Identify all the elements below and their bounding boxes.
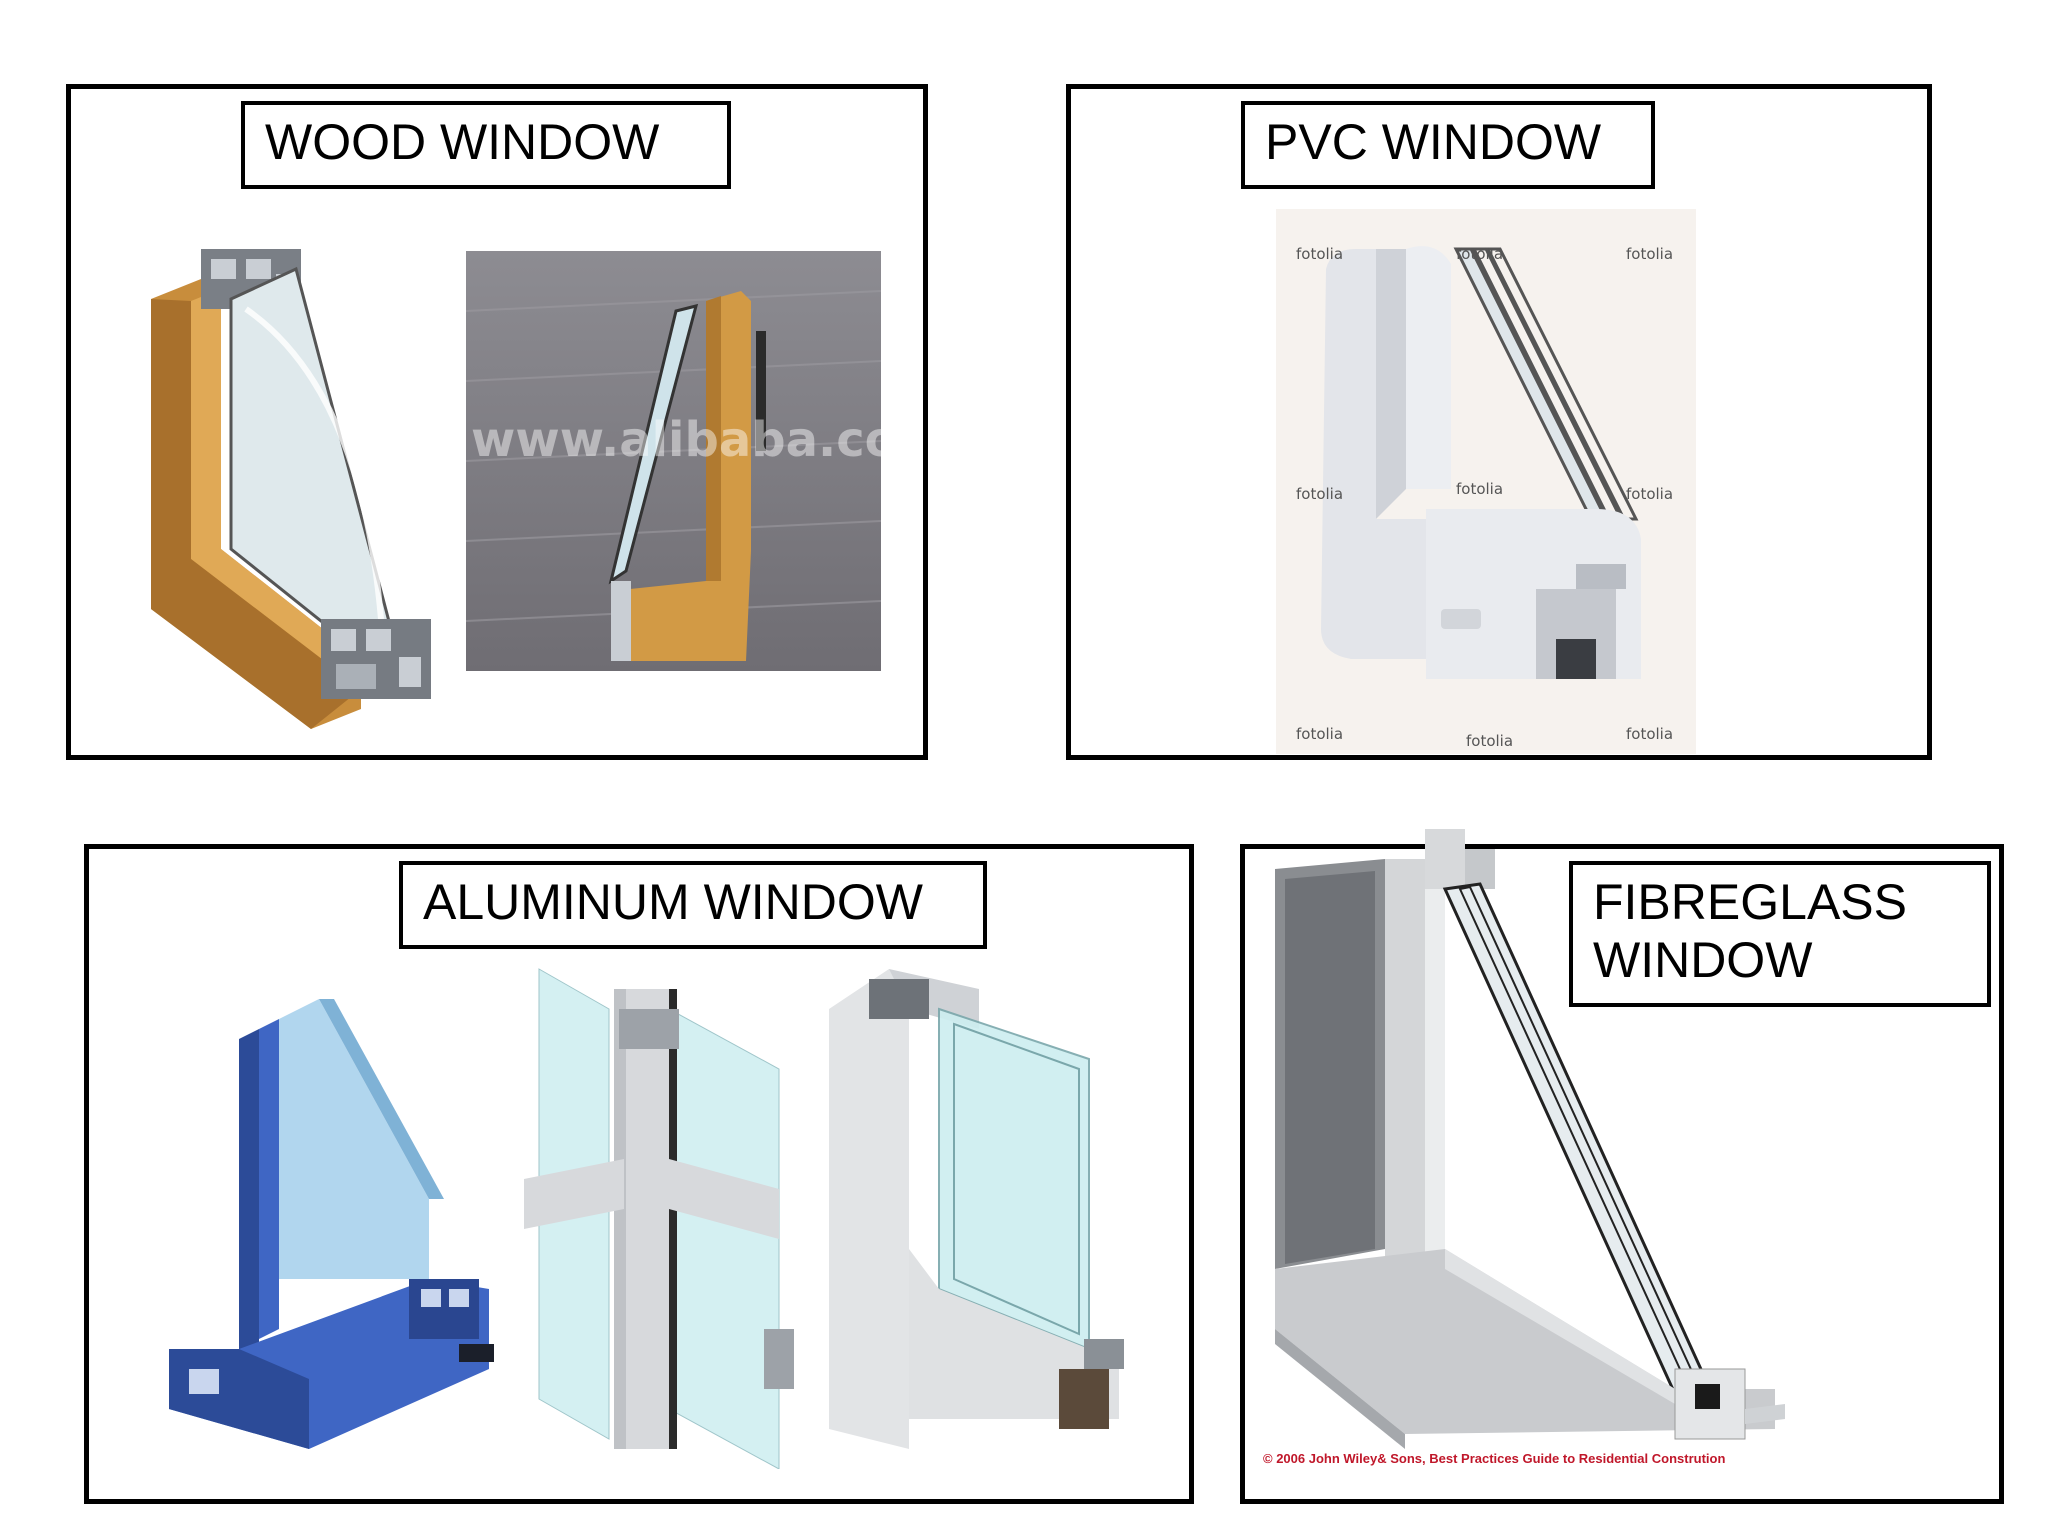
wood-window-panel: WOOD WINDOW <box>66 84 928 760</box>
fibreglass-window-panel: FIBREGLASS WINDOW © 2006 John Wiley& Son… <box>1240 829 2004 1504</box>
pvc-window-panel: PVC WINDOW fotolia fotolia fotolia fotol… <box>1066 84 1932 760</box>
aluminum-mullion-profile <box>524 968 794 1469</box>
pvc-watermark: fotolia <box>1296 485 1343 503</box>
pvc-watermark: fotolia <box>1296 245 1343 263</box>
wood-window-label: WOOD WINDOW <box>241 101 731 189</box>
pvc-watermark: fotolia <box>1296 725 1343 743</box>
pvc-watermark: fotolia <box>1626 485 1673 503</box>
wood-window-illustration <box>151 249 431 729</box>
aluminum-casement-profile <box>829 969 1124 1449</box>
wood-photo-watermark: www.alibaba.com <box>471 412 881 468</box>
wood-window-photo: www.alibaba.com <box>466 251 881 671</box>
pvc-watermark: fotolia <box>1626 725 1673 743</box>
pvc-watermark: fotolia <box>1456 480 1503 498</box>
aluminum-window-panel: ALUMINUM WINDOW <box>84 844 1194 1504</box>
fibreglass-window-label: FIBREGLASS WINDOW <box>1569 861 1991 1007</box>
pvc-watermark: fotolia <box>1456 245 1503 263</box>
pvc-window-label: PVC WINDOW <box>1241 101 1655 189</box>
pvc-window-illustration: fotolia fotolia fotolia fotolia fotolia … <box>1276 209 1696 754</box>
pvc-watermark: fotolia <box>1626 245 1673 263</box>
aluminum-window-label: ALUMINUM WINDOW <box>399 861 987 949</box>
pvc-watermark: fotolia <box>1466 732 1513 750</box>
aluminum-blue-profile <box>169 999 494 1449</box>
fibreglass-image-credit: © 2006 John Wiley& Sons, Best Practices … <box>1263 1451 1726 1466</box>
fibreglass-window-illustration <box>1275 829 1785 1449</box>
